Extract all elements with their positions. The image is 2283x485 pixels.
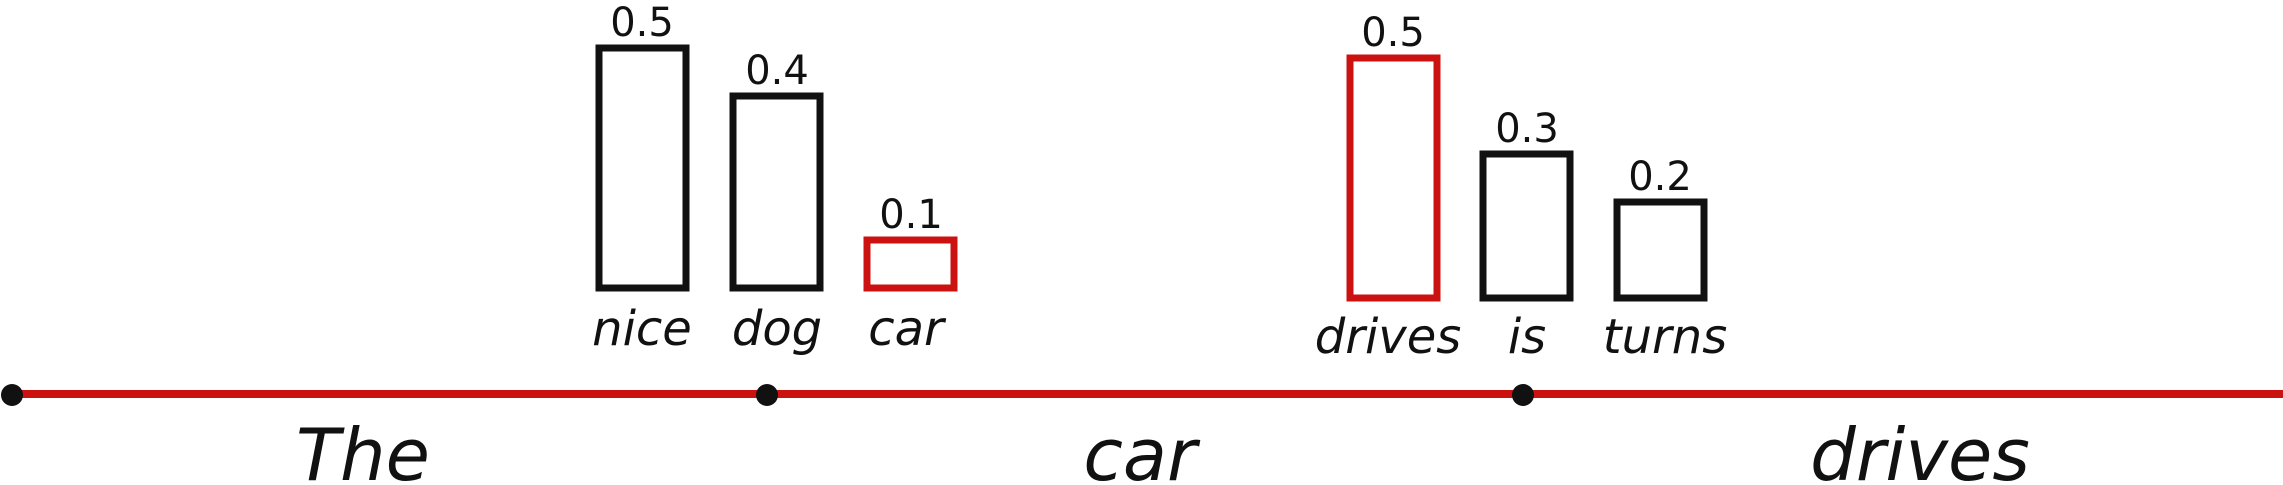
timeline-node xyxy=(1512,384,1534,406)
probability-bar xyxy=(863,236,958,292)
candidate-word: drives xyxy=(1315,309,1461,365)
candidate-word: dog xyxy=(732,301,822,357)
candidate-group: 0.5 nice 0.4 dog 0.1 car xyxy=(592,0,958,357)
probability-label: 0.5 xyxy=(1361,10,1425,56)
probability-bar xyxy=(1346,54,1441,302)
probability-label: 0.2 xyxy=(1628,154,1692,200)
candidate-word: nice xyxy=(592,301,692,357)
probability-bar xyxy=(729,92,824,292)
probability-label: 0.1 xyxy=(879,192,943,238)
candidate-word: car xyxy=(868,301,947,357)
probability-label: 0.5 xyxy=(610,0,674,46)
probability-bar xyxy=(595,44,690,292)
token-label: drives xyxy=(1810,413,2030,485)
probability-label: 0.3 xyxy=(1495,106,1559,152)
probability-label: 0.4 xyxy=(745,48,809,94)
probability-bar xyxy=(1613,198,1708,302)
timeline-node xyxy=(756,384,778,406)
probability-bar xyxy=(1479,150,1574,302)
candidate-word: is xyxy=(1508,309,1546,365)
token-label: The xyxy=(296,413,430,485)
token-label: car xyxy=(1083,413,1201,485)
timeline-node xyxy=(1,384,23,406)
candidate-group: 0.5 drives 0.3 is 0.2 turns xyxy=(1315,10,1727,365)
candidate-word: turns xyxy=(1603,309,1727,365)
